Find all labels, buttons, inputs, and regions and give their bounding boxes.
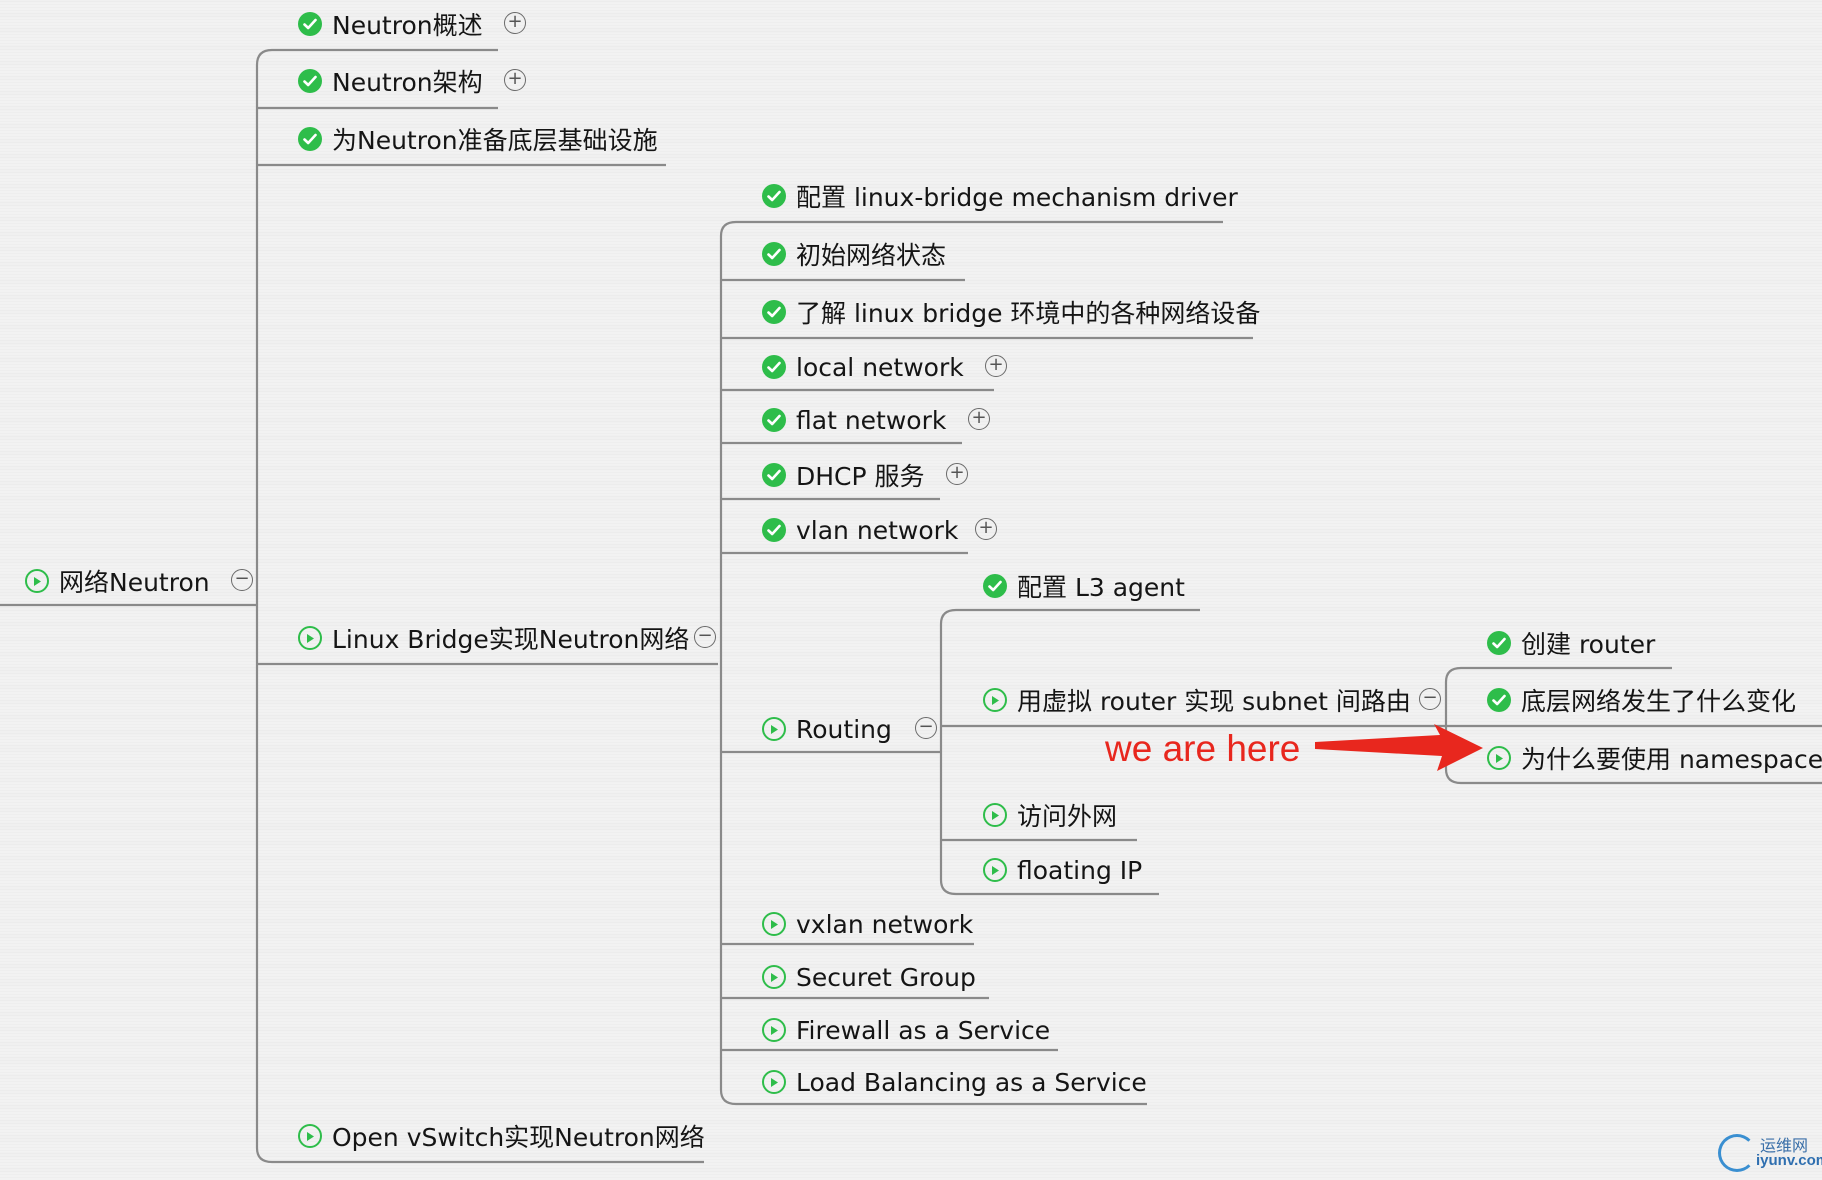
check-icon xyxy=(762,300,786,324)
node-label: Neutron架构 xyxy=(332,68,483,97)
logo-ring-icon xyxy=(1718,1134,1756,1172)
check-icon xyxy=(1487,688,1511,712)
play-icon xyxy=(298,626,322,650)
node-external-access[interactable]: 访问外网 xyxy=(983,795,1117,835)
node-label: floating IP xyxy=(1017,855,1143,885)
expand-icon[interactable]: + xyxy=(504,12,526,34)
collapse-icon[interactable]: − xyxy=(694,626,716,648)
node-label: 访问外网 xyxy=(1017,802,1118,831)
play-icon xyxy=(762,965,786,989)
check-icon xyxy=(762,242,786,266)
node-label: 了解 linux bridge 环境中的各种网络设备 xyxy=(796,299,1261,328)
check-icon xyxy=(298,12,322,36)
node-label: 为什么要使用 namespace? xyxy=(1521,745,1822,774)
collapse-icon[interactable]: − xyxy=(231,569,253,591)
node-label: Routing xyxy=(796,714,892,744)
play-icon xyxy=(1487,746,1511,770)
check-icon xyxy=(298,127,322,151)
check-icon xyxy=(298,69,322,93)
node-initial-network[interactable]: 初始网络状态 xyxy=(762,234,946,274)
node-network-devices[interactable]: 了解 linux bridge 环境中的各种网络设备 xyxy=(762,292,1260,332)
play-icon xyxy=(25,569,49,593)
node-label: flat network xyxy=(796,405,947,435)
node-label: 为Neutron准备底层基础设施 xyxy=(332,126,658,155)
node-label: Securet Group xyxy=(796,962,976,992)
node-label: 配置 linux-bridge mechanism driver xyxy=(796,183,1238,212)
watermark-logo: 运维网 iyunv.com xyxy=(1718,1132,1822,1174)
node-neutron-architecture[interactable]: Neutron架构 xyxy=(298,61,483,101)
node-routing[interactable]: Routing xyxy=(762,709,892,749)
node-label: 底层网络发生了什么变化 xyxy=(1521,687,1797,716)
node-label: local network xyxy=(796,352,964,382)
node-create-router[interactable]: 创建 router xyxy=(1487,623,1655,663)
collapse-icon[interactable]: − xyxy=(915,717,937,739)
node-local-network[interactable]: local network xyxy=(762,347,964,387)
play-icon xyxy=(762,912,786,936)
play-icon xyxy=(762,717,786,741)
expand-icon[interactable]: + xyxy=(946,463,968,485)
node-load-balancing[interactable]: Load Balancing as a Service xyxy=(762,1062,1147,1102)
node-dhcp-service[interactable]: DHCP 服务 xyxy=(762,455,925,495)
watermark-line1: 运维网 xyxy=(1760,1136,1809,1155)
node-mechanism-driver[interactable]: 配置 linux-bridge mechanism driver xyxy=(762,176,1238,216)
play-icon xyxy=(983,688,1007,712)
node-vxlan-network[interactable]: vxlan network xyxy=(762,904,973,944)
root-node[interactable]: 网络Neutron xyxy=(25,561,210,601)
play-icon xyxy=(983,858,1007,882)
expand-icon[interactable]: + xyxy=(504,69,526,91)
node-why-namespace[interactable]: 为什么要使用 namespace? xyxy=(1487,738,1822,778)
node-label: Linux Bridge实现Neutron网络 xyxy=(332,625,690,654)
node-prepare-infrastructure[interactable]: 为Neutron准备底层基础设施 xyxy=(298,119,658,159)
pointer-arrow xyxy=(1315,724,1483,771)
check-icon xyxy=(983,574,1007,598)
node-neutron-overview[interactable]: Neutron概述 xyxy=(298,4,483,44)
node-label: 网络Neutron xyxy=(59,568,210,597)
node-label: 配置 L3 agent xyxy=(1017,573,1185,602)
node-label: Load Balancing as a Service xyxy=(796,1067,1147,1097)
node-label: 用虚拟 router 实现 subnet 间路由 xyxy=(1017,687,1411,716)
watermark-line2: iyunv.com xyxy=(1756,1152,1822,1169)
node-label: vxlan network xyxy=(796,909,974,939)
node-label: 初始网络状态 xyxy=(796,241,947,270)
check-icon xyxy=(1487,631,1511,655)
node-label: Firewall as a Service xyxy=(796,1015,1051,1045)
node-label: Open vSwitch实现Neutron网络 xyxy=(332,1123,705,1152)
check-icon xyxy=(762,355,786,379)
check-icon xyxy=(762,184,786,208)
node-underlying-changes[interactable]: 底层网络发生了什么变化 xyxy=(1487,680,1796,720)
play-icon xyxy=(762,1070,786,1094)
collapse-icon[interactable]: − xyxy=(1419,688,1441,710)
play-icon xyxy=(983,803,1007,827)
we-are-here-annotation: we are here xyxy=(1105,728,1301,769)
node-security-group[interactable]: Securet Group xyxy=(762,957,976,997)
node-label: 创建 router xyxy=(1521,630,1656,659)
node-label: vlan network xyxy=(796,515,959,545)
play-icon xyxy=(762,1018,786,1042)
check-icon xyxy=(762,408,786,432)
node-subnet-routing[interactable]: 用虚拟 router 实现 subnet 间路由 xyxy=(983,680,1411,720)
node-floating-ip[interactable]: floating IP xyxy=(983,850,1142,890)
expand-icon[interactable]: + xyxy=(985,355,1007,377)
node-l3-agent[interactable]: 配置 L3 agent xyxy=(983,566,1185,606)
check-icon xyxy=(762,518,786,542)
node-open-vswitch[interactable]: Open vSwitch实现Neutron网络 xyxy=(298,1116,705,1156)
expand-icon[interactable]: + xyxy=(975,518,997,540)
node-label: Neutron概述 xyxy=(332,11,483,40)
expand-icon[interactable]: + xyxy=(968,408,990,430)
node-flat-network[interactable]: flat network xyxy=(762,400,946,440)
node-vlan-network[interactable]: vlan network xyxy=(762,510,958,550)
play-icon xyxy=(298,1124,322,1148)
node-linux-bridge[interactable]: Linux Bridge实现Neutron网络 xyxy=(298,618,689,658)
node-label: DHCP 服务 xyxy=(796,462,925,491)
check-icon xyxy=(762,463,786,487)
node-firewall-service[interactable]: Firewall as a Service xyxy=(762,1010,1050,1050)
